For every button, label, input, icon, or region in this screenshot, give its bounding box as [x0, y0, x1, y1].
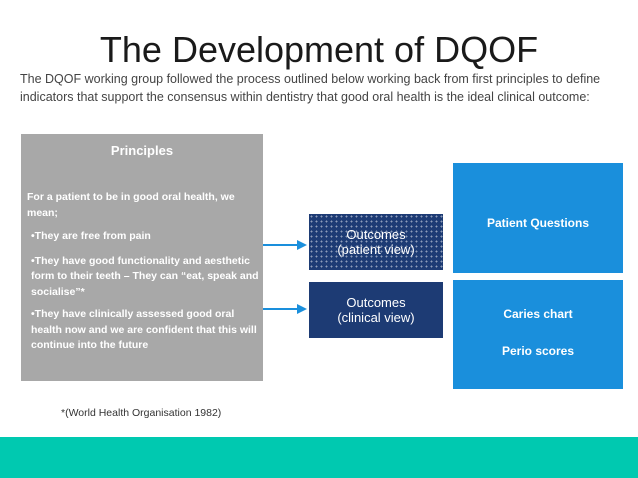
clinical-indicators-box: Caries chart Perio scores — [453, 280, 623, 389]
patient-questions-box: Patient Questions — [453, 163, 623, 273]
principles-lead: For a patient to be in good oral health,… — [27, 191, 235, 219]
footnote: *(World Health Organisation 1982) — [61, 407, 222, 419]
principles-box: Principles For a patient to be in good o… — [21, 134, 263, 381]
outcomes-clinical-label: Outcomes (clinical view) — [337, 295, 415, 325]
principle-item: •They are free from pain — [31, 230, 151, 242]
arrow-to-clinical-outcomes — [263, 304, 307, 314]
bottom-band — [0, 437, 638, 478]
principles-title: Principles — [110, 143, 174, 158]
perio-scores-label: Perio scores — [501, 344, 575, 358]
caries-chart-label: Caries chart — [503, 307, 573, 321]
outcomes-clinical-box: Outcomes (clinical view) — [309, 282, 443, 338]
principles-body: For a patient to be in good oral health,… — [27, 190, 259, 361]
slide-title: The Development of DQOF — [99, 29, 539, 70]
arrow-to-patient-outcomes — [263, 240, 307, 250]
principle-item: •They have clinically assessed good oral… — [31, 308, 257, 351]
outcomes-patient-label: Outcomes (patient view) — [337, 227, 415, 257]
principles-list: •They are free from pain •They have good… — [27, 229, 259, 354]
outcomes-patient-box: Outcomes (patient view) — [309, 214, 443, 270]
intro-text: The DQOF working group followed the proc… — [20, 72, 601, 104]
patient-questions-label: Patient Questions — [486, 216, 590, 230]
principle-item: •They have good functionality and aesthe… — [31, 254, 259, 298]
